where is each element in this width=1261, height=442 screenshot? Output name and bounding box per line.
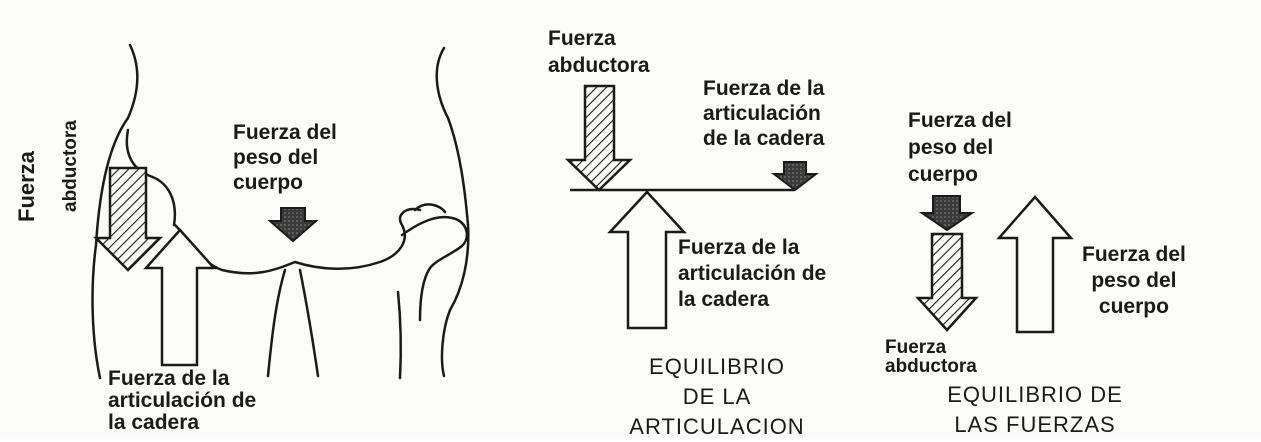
balance-joint-arrow — [996, 195, 1074, 334]
balance-weight-arrow — [918, 195, 976, 232]
balance-abductor-arrow — [915, 232, 979, 332]
hip-joint-force-arrow — [143, 228, 217, 367]
left-joint-label: Fuerza de la articulación de la cadera — [108, 367, 257, 434]
balance-abductor-label: Fuerza abductora — [885, 337, 977, 377]
lever-abductor-arrow — [564, 84, 634, 192]
lever-weight-arrow — [771, 161, 819, 192]
body-weight-arrow — [267, 207, 319, 243]
balance-weight-right-label: Fuerza del peso del cuerpo — [1082, 243, 1186, 318]
left-weight-label: Fuerza del peso del cuerpo — [233, 121, 337, 194]
balance-weight-top-label: Fuerza del peso del cuerpo — [908, 109, 1012, 186]
left-abductor-label-line1: Fuerza — [14, 151, 39, 222]
pelvis-femur-outline — [91, 43, 470, 380]
left-abductor-label-line2: abductora — [60, 120, 81, 212]
lever-abductor-label: Fuerza abductora — [548, 27, 650, 77]
abductor-force-arrow — [92, 166, 164, 272]
lever-joint-top-label: Fuerza de la articulación de la cadera — [703, 77, 825, 150]
lever-joint-bottom-label: Fuerza de la articulación de la cadera — [678, 236, 827, 311]
balance-caption: EQUILIBRIO DE LAS FUERZAS — [947, 382, 1123, 437]
lever-caption: EQUILIBRIO DE LA ARTICULACION — [629, 354, 805, 439]
lever-joint-arrow — [607, 190, 687, 330]
